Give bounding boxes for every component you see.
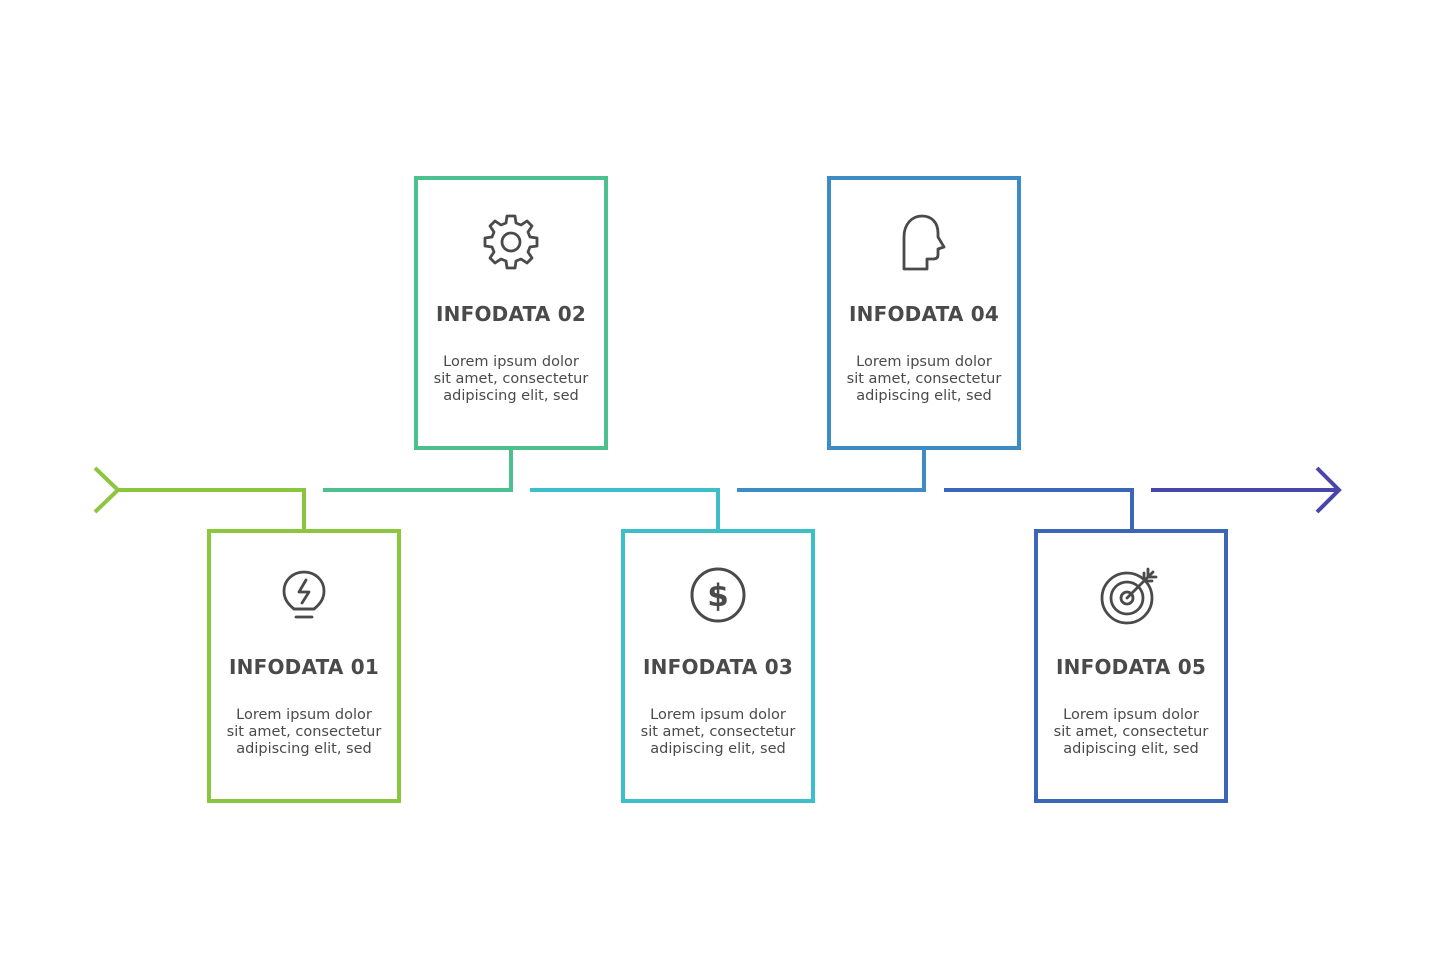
timeline-segment-1 [118, 488, 306, 530]
step-card-1: INFODATA 01 Lorem ipsum dolor sit amet, … [207, 529, 401, 803]
desc-line: Lorem ipsum dolor [1063, 707, 1199, 723]
desc-line: sit amet, consectetur [226, 724, 382, 740]
dollar-icon: $ [625, 563, 811, 627]
desc-line: Lorem ipsum dolor [650, 707, 786, 723]
step-card-2: INFODATA 02 Lorem ipsum dolor sit amet, … [414, 176, 608, 450]
target-icon [1038, 563, 1224, 627]
desc-line: Lorem ipsum dolor [443, 354, 579, 370]
timeline-segment-2 [323, 450, 513, 492]
desc-line: adipiscing elit, sed [650, 741, 786, 757]
desc-line: sit amet, consectetur [433, 371, 589, 387]
step-card-5: INFODATA 05 Lorem ipsum dolor sit amet, … [1034, 529, 1228, 803]
head-icon [831, 210, 1017, 274]
desc-line: sit amet, consectetur [1053, 724, 1209, 740]
desc-line: adipiscing elit, sed [236, 741, 372, 757]
timeline-segment-3 [530, 488, 720, 530]
desc-line: adipiscing elit, sed [856, 388, 992, 404]
desc-line: adipiscing elit, sed [1063, 741, 1199, 757]
timeline-start-chevron [93, 466, 121, 514]
step-description: Lorem ipsum dolor sit amet, consectetur … [837, 354, 1011, 405]
step-title: INFODATA 01 [229, 655, 379, 679]
step-card-4: INFODATA 04 Lorem ipsum dolor sit amet, … [827, 176, 1021, 450]
desc-line: Lorem ipsum dolor [236, 707, 372, 723]
desc-line: sit amet, consectetur [640, 724, 796, 740]
step-description: Lorem ipsum dolor sit amet, consectetur … [217, 707, 391, 758]
step-card-3: $ INFODATA 03 Lorem ipsum dolor sit amet… [621, 529, 815, 803]
timeline-end-arrowhead [1315, 466, 1342, 514]
step-description: Lorem ipsum dolor sit amet, consectetur … [1044, 707, 1218, 758]
timeline-segment-4 [737, 450, 926, 492]
desc-line: sit amet, consectetur [846, 371, 1002, 387]
timeline-segment-5 [944, 488, 1134, 530]
desc-line: adipiscing elit, sed [443, 388, 579, 404]
lightbulb-icon [211, 563, 397, 627]
svg-text:$: $ [707, 578, 729, 614]
step-title: INFODATA 02 [436, 302, 586, 326]
desc-line: Lorem ipsum dolor [856, 354, 992, 370]
step-title: INFODATA 04 [849, 302, 999, 326]
gear-icon [418, 210, 604, 274]
step-title: INFODATA 05 [1056, 655, 1206, 679]
step-description: Lorem ipsum dolor sit amet, consectetur … [424, 354, 598, 405]
step-description: Lorem ipsum dolor sit amet, consectetur … [631, 707, 805, 758]
step-title: INFODATA 03 [643, 655, 793, 679]
